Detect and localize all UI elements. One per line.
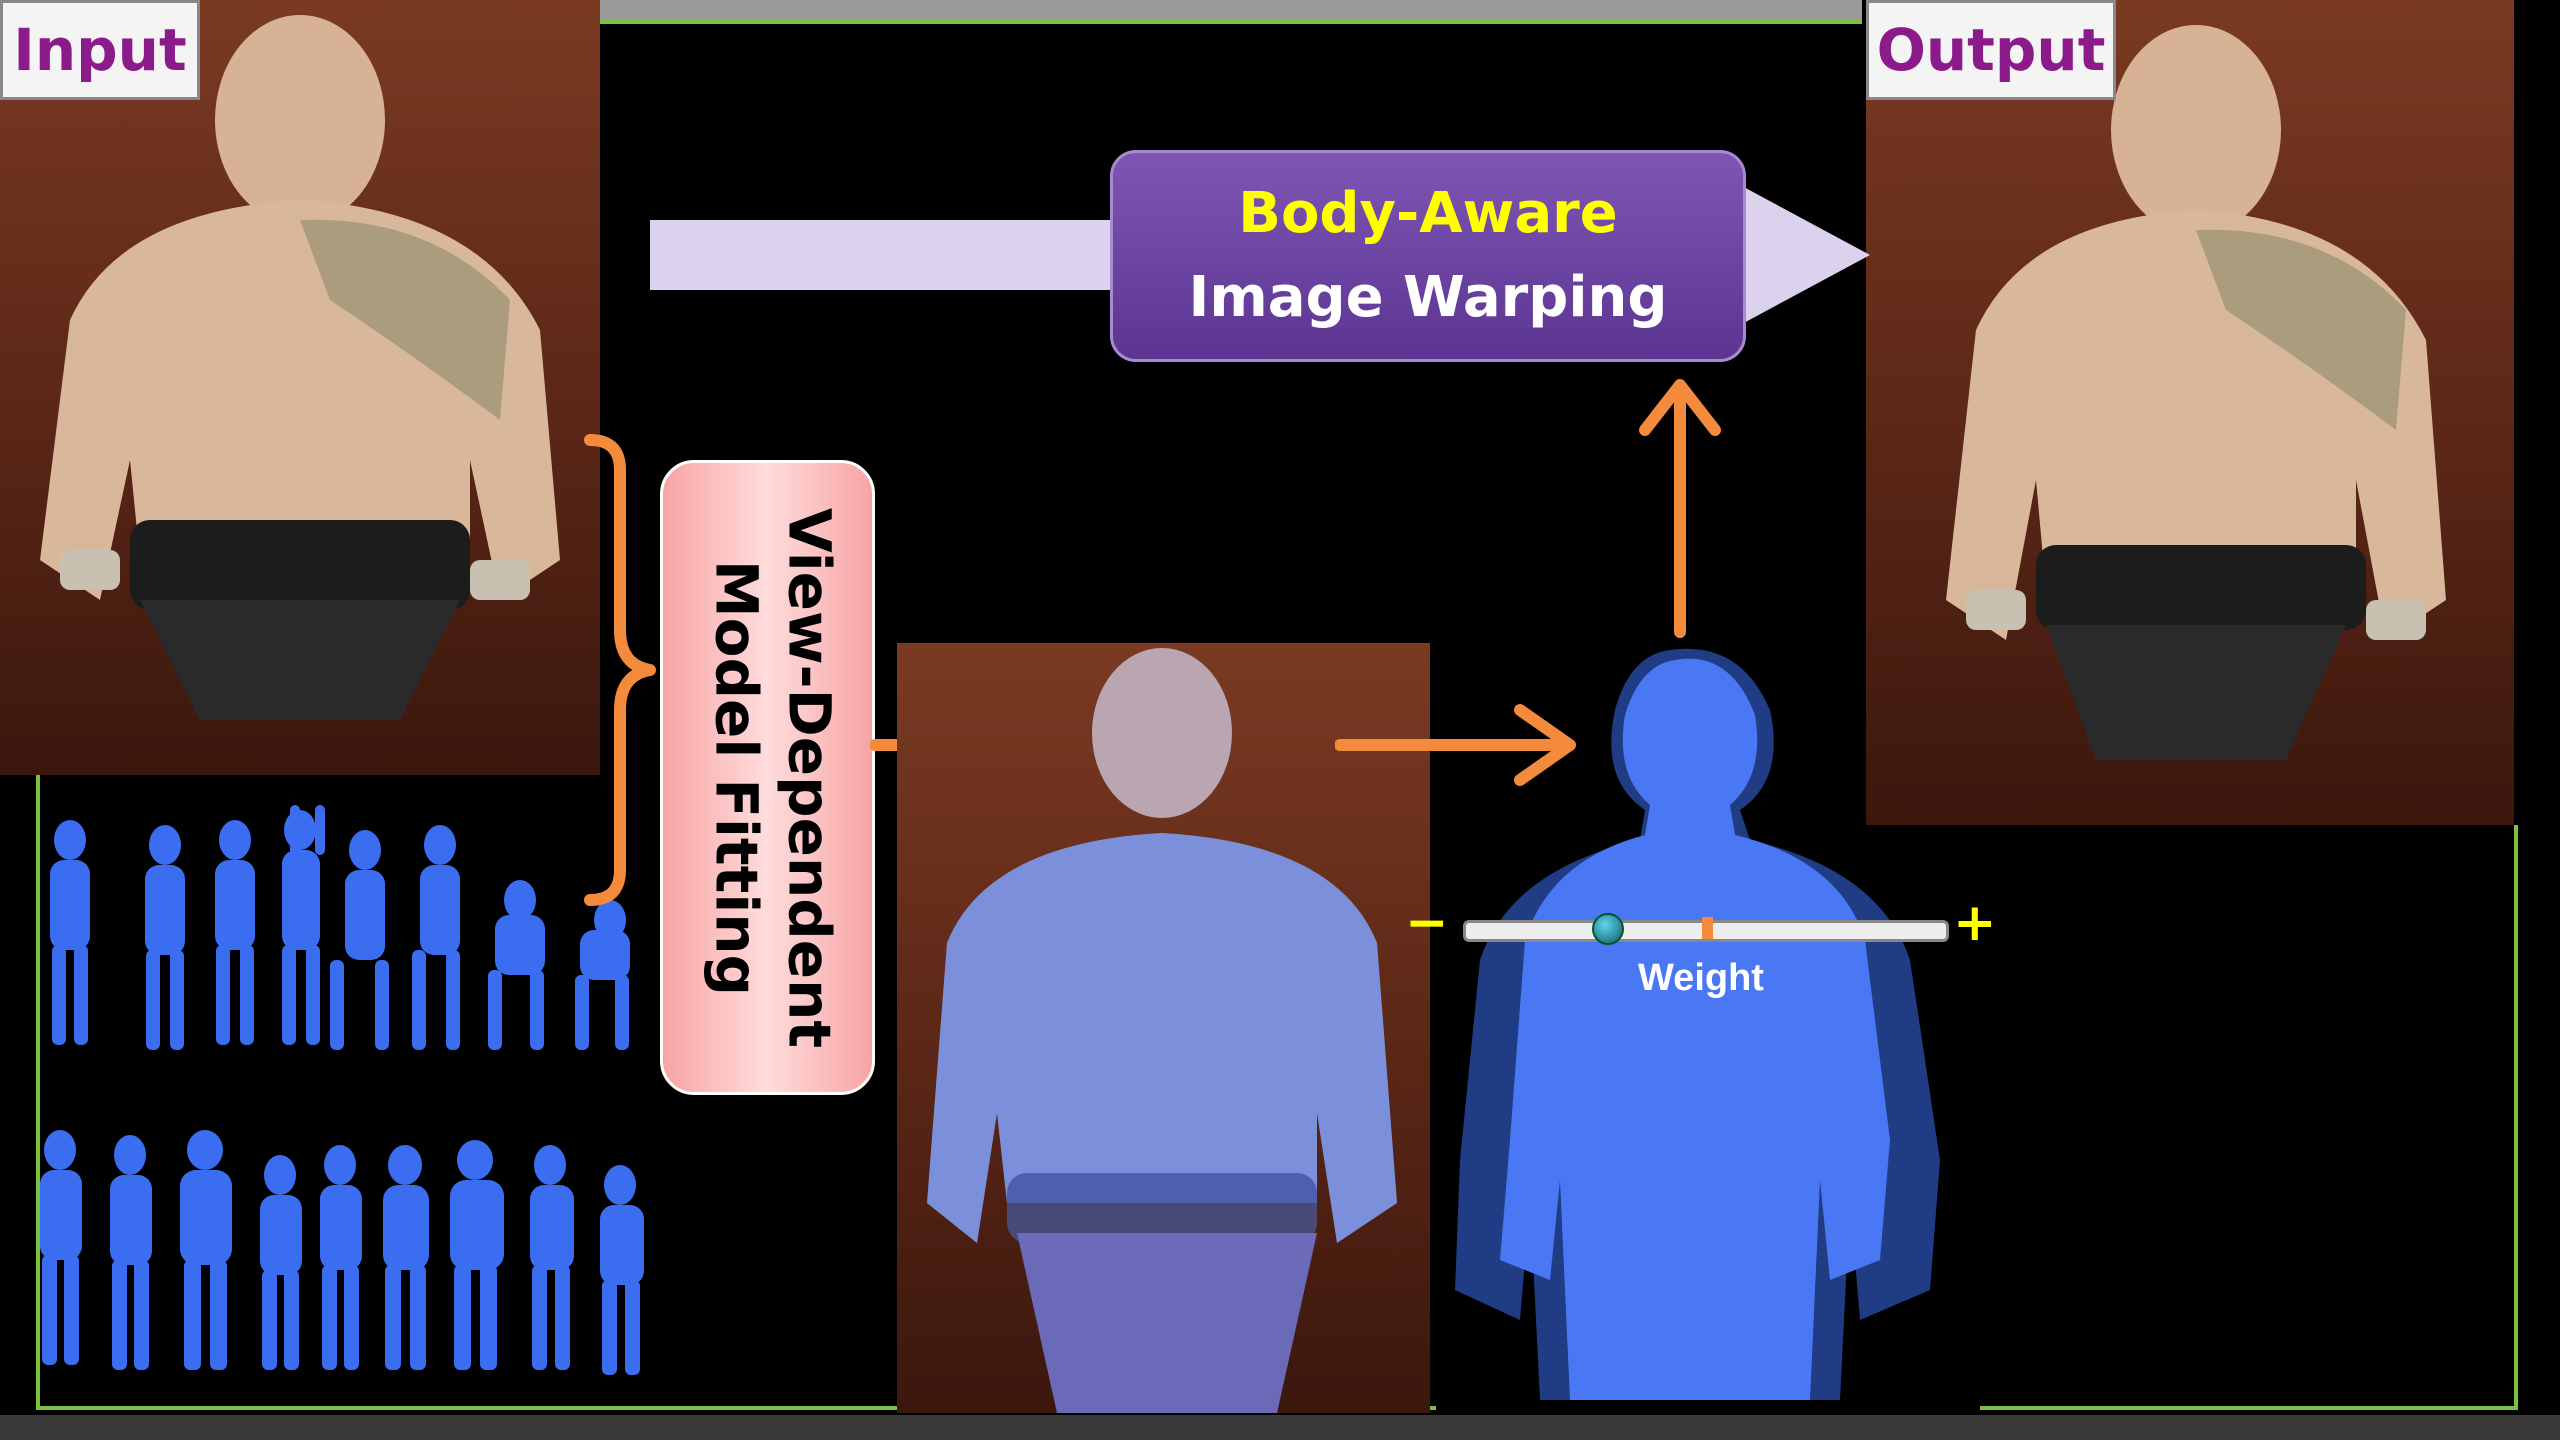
model-fitting-text: View-Dependent Model Fitting xyxy=(696,461,846,1096)
body-mesh-database xyxy=(20,800,670,1400)
top-frame-line xyxy=(600,0,1862,22)
input-photo xyxy=(0,0,600,775)
bottom-right-frame-line xyxy=(1980,1406,2518,1410)
warping-title-line1: Body-Aware xyxy=(1113,172,1743,256)
bottom-bar xyxy=(0,1415,2560,1440)
input-label: Input xyxy=(0,0,200,100)
slider-thumb[interactable] xyxy=(1592,913,1624,945)
fitting-line1: View-Dependent xyxy=(773,461,846,1096)
slider-plus[interactable]: + xyxy=(1953,893,1997,953)
output-label: Output xyxy=(1866,0,2116,100)
weight-slider[interactable]: − + Weight xyxy=(1405,905,1995,1005)
slider-center-mark xyxy=(1702,917,1713,939)
slider-label: Weight xyxy=(1638,957,1764,1000)
model-fitting-box: View-Dependent Model Fitting xyxy=(660,460,875,1095)
slider-minus[interactable]: − xyxy=(1405,893,1449,953)
warping-title-line2: Image Warping xyxy=(1113,256,1743,340)
body-aware-warping-box: Body-Aware Image Warping xyxy=(1110,150,1746,362)
right-frame-line xyxy=(2514,825,2518,1410)
mesh-row-2 xyxy=(40,1130,644,1375)
fitting-line2: Model Fitting xyxy=(701,461,774,1096)
reshaped-body-model xyxy=(1440,640,2000,1420)
mesh-row-1 xyxy=(50,805,630,1050)
top-frame-green xyxy=(600,20,1862,24)
arrow-to-warping xyxy=(1630,370,1730,640)
grouping-brace xyxy=(580,430,660,910)
sumo-figure-input xyxy=(0,0,600,775)
